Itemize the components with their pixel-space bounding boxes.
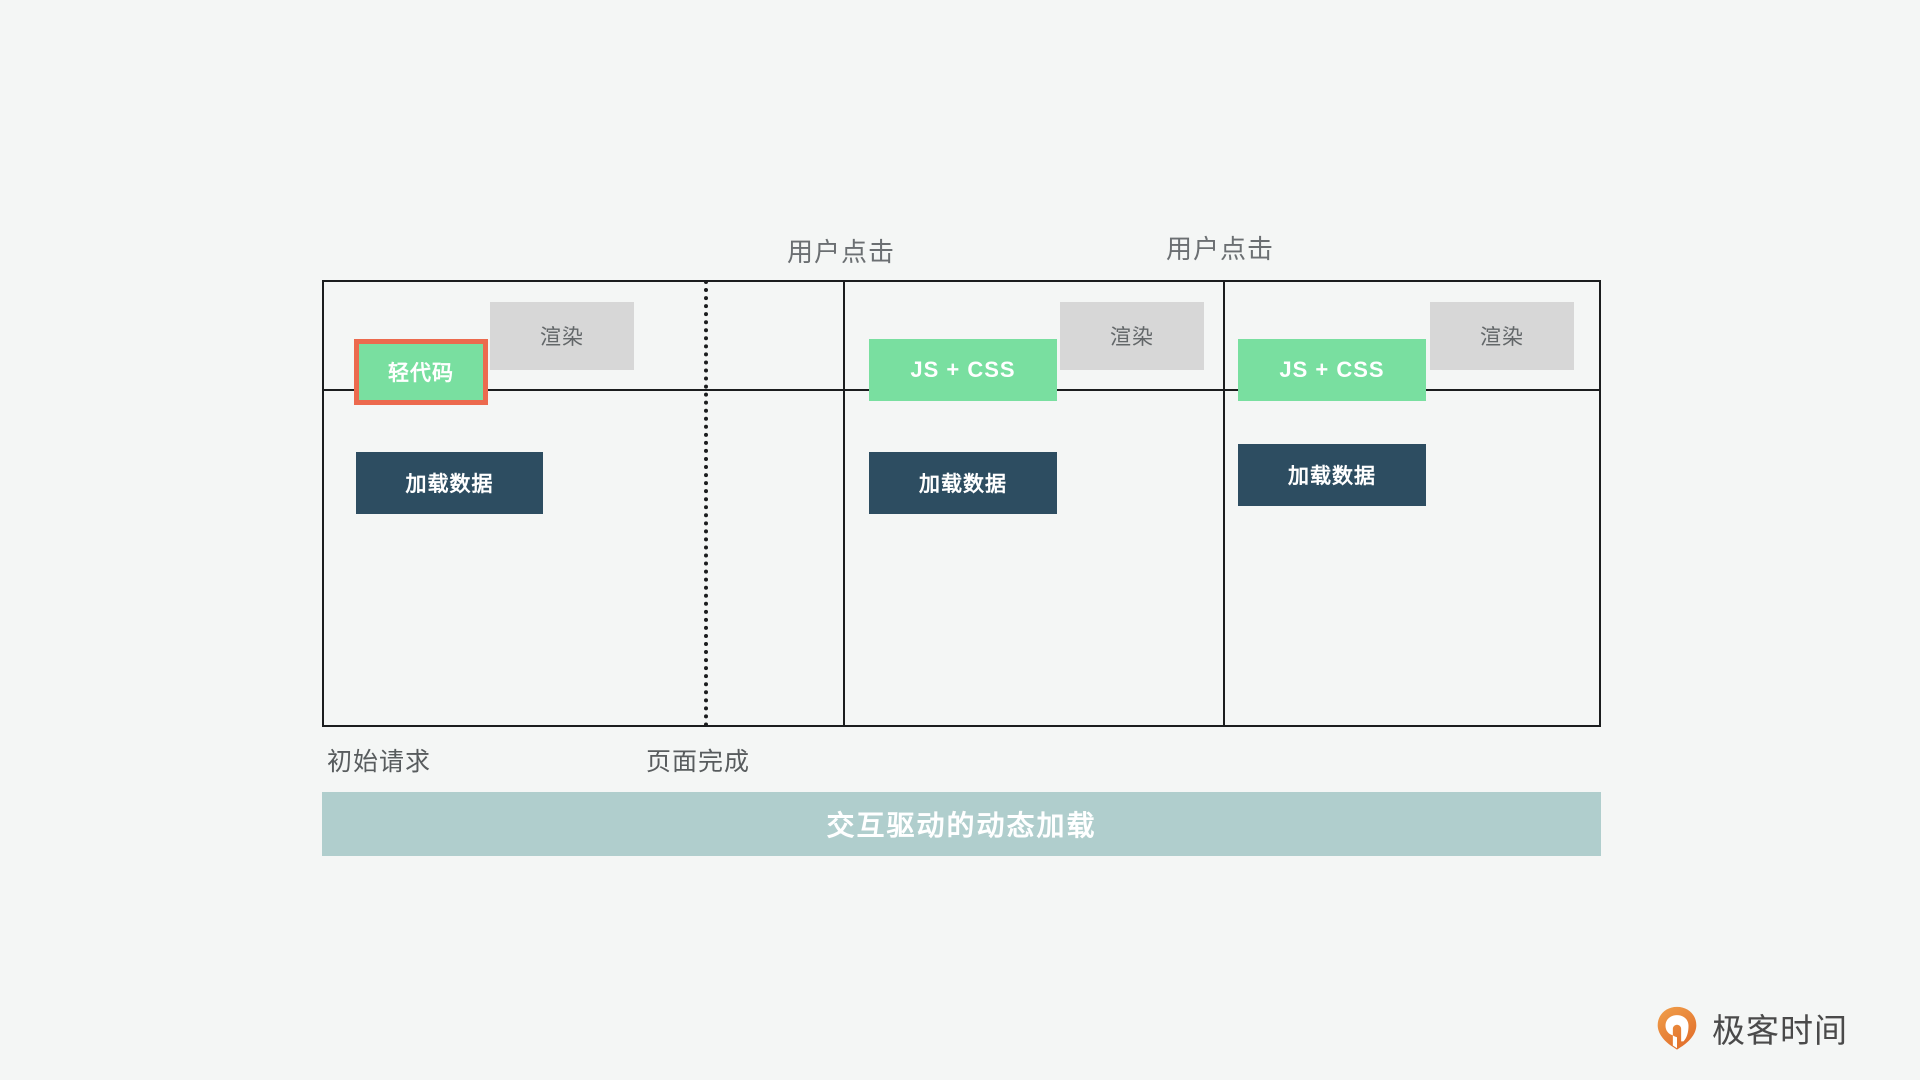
summary-banner-text: 交互驱动的动态加载 xyxy=(826,810,1097,841)
user-click-caption-1: 用户点击 xyxy=(787,237,896,267)
geektime-logo-icon xyxy=(1657,1006,1697,1050)
column-divider-2 xyxy=(1223,282,1225,725)
render-chip-3: 渲染 xyxy=(1430,302,1574,370)
brand-logo: 极客时间 xyxy=(1654,1004,1848,1052)
js-css-block-3: JS + CSS xyxy=(1238,339,1426,401)
page-complete-dotted-line xyxy=(704,280,708,727)
load-data-block-3: 加载数据 xyxy=(1238,444,1426,506)
load-data-block-2: 加载数据 xyxy=(869,452,1057,514)
js-css-block-2: JS + CSS xyxy=(869,339,1057,401)
axis-label-page-complete: 页面完成 xyxy=(646,748,751,776)
axis-label-initial-request: 初始请求 xyxy=(327,748,432,776)
load-data-block-1: 加载数据 xyxy=(356,452,543,514)
light-code-block-highlighted: 轻代码 xyxy=(354,339,488,405)
column-divider-1 xyxy=(843,282,845,725)
summary-banner: 交互驱动的动态加载 xyxy=(322,792,1601,856)
render-chip-2: 渲染 xyxy=(1060,302,1204,370)
render-chip-1: 渲染 xyxy=(490,302,634,370)
brand-name: 极客时间 xyxy=(1712,1012,1848,1049)
timeline-table: 渲染 渲染 渲染 轻代码 加载数据 JS + CSS 加载数据 JS + CSS… xyxy=(322,280,1601,727)
user-click-caption-2: 用户点击 xyxy=(1166,234,1275,264)
